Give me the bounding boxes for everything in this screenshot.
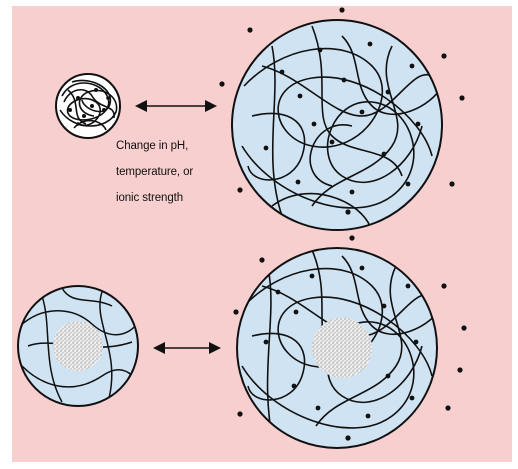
caption-line-2: temperature, or: [116, 166, 236, 179]
diagram-panel: Change in pH, temperature, or ionic stre…: [12, 6, 512, 462]
transition-caption: Change in pH, temperature, or ionic stre…: [116, 127, 236, 218]
collapsed-gel-top: [56, 74, 120, 138]
caption-line-1: Change in pH,: [116, 140, 236, 153]
hydrogel-swelling-diagram: [12, 6, 512, 462]
caption-line-3: ionic strength: [116, 192, 236, 205]
